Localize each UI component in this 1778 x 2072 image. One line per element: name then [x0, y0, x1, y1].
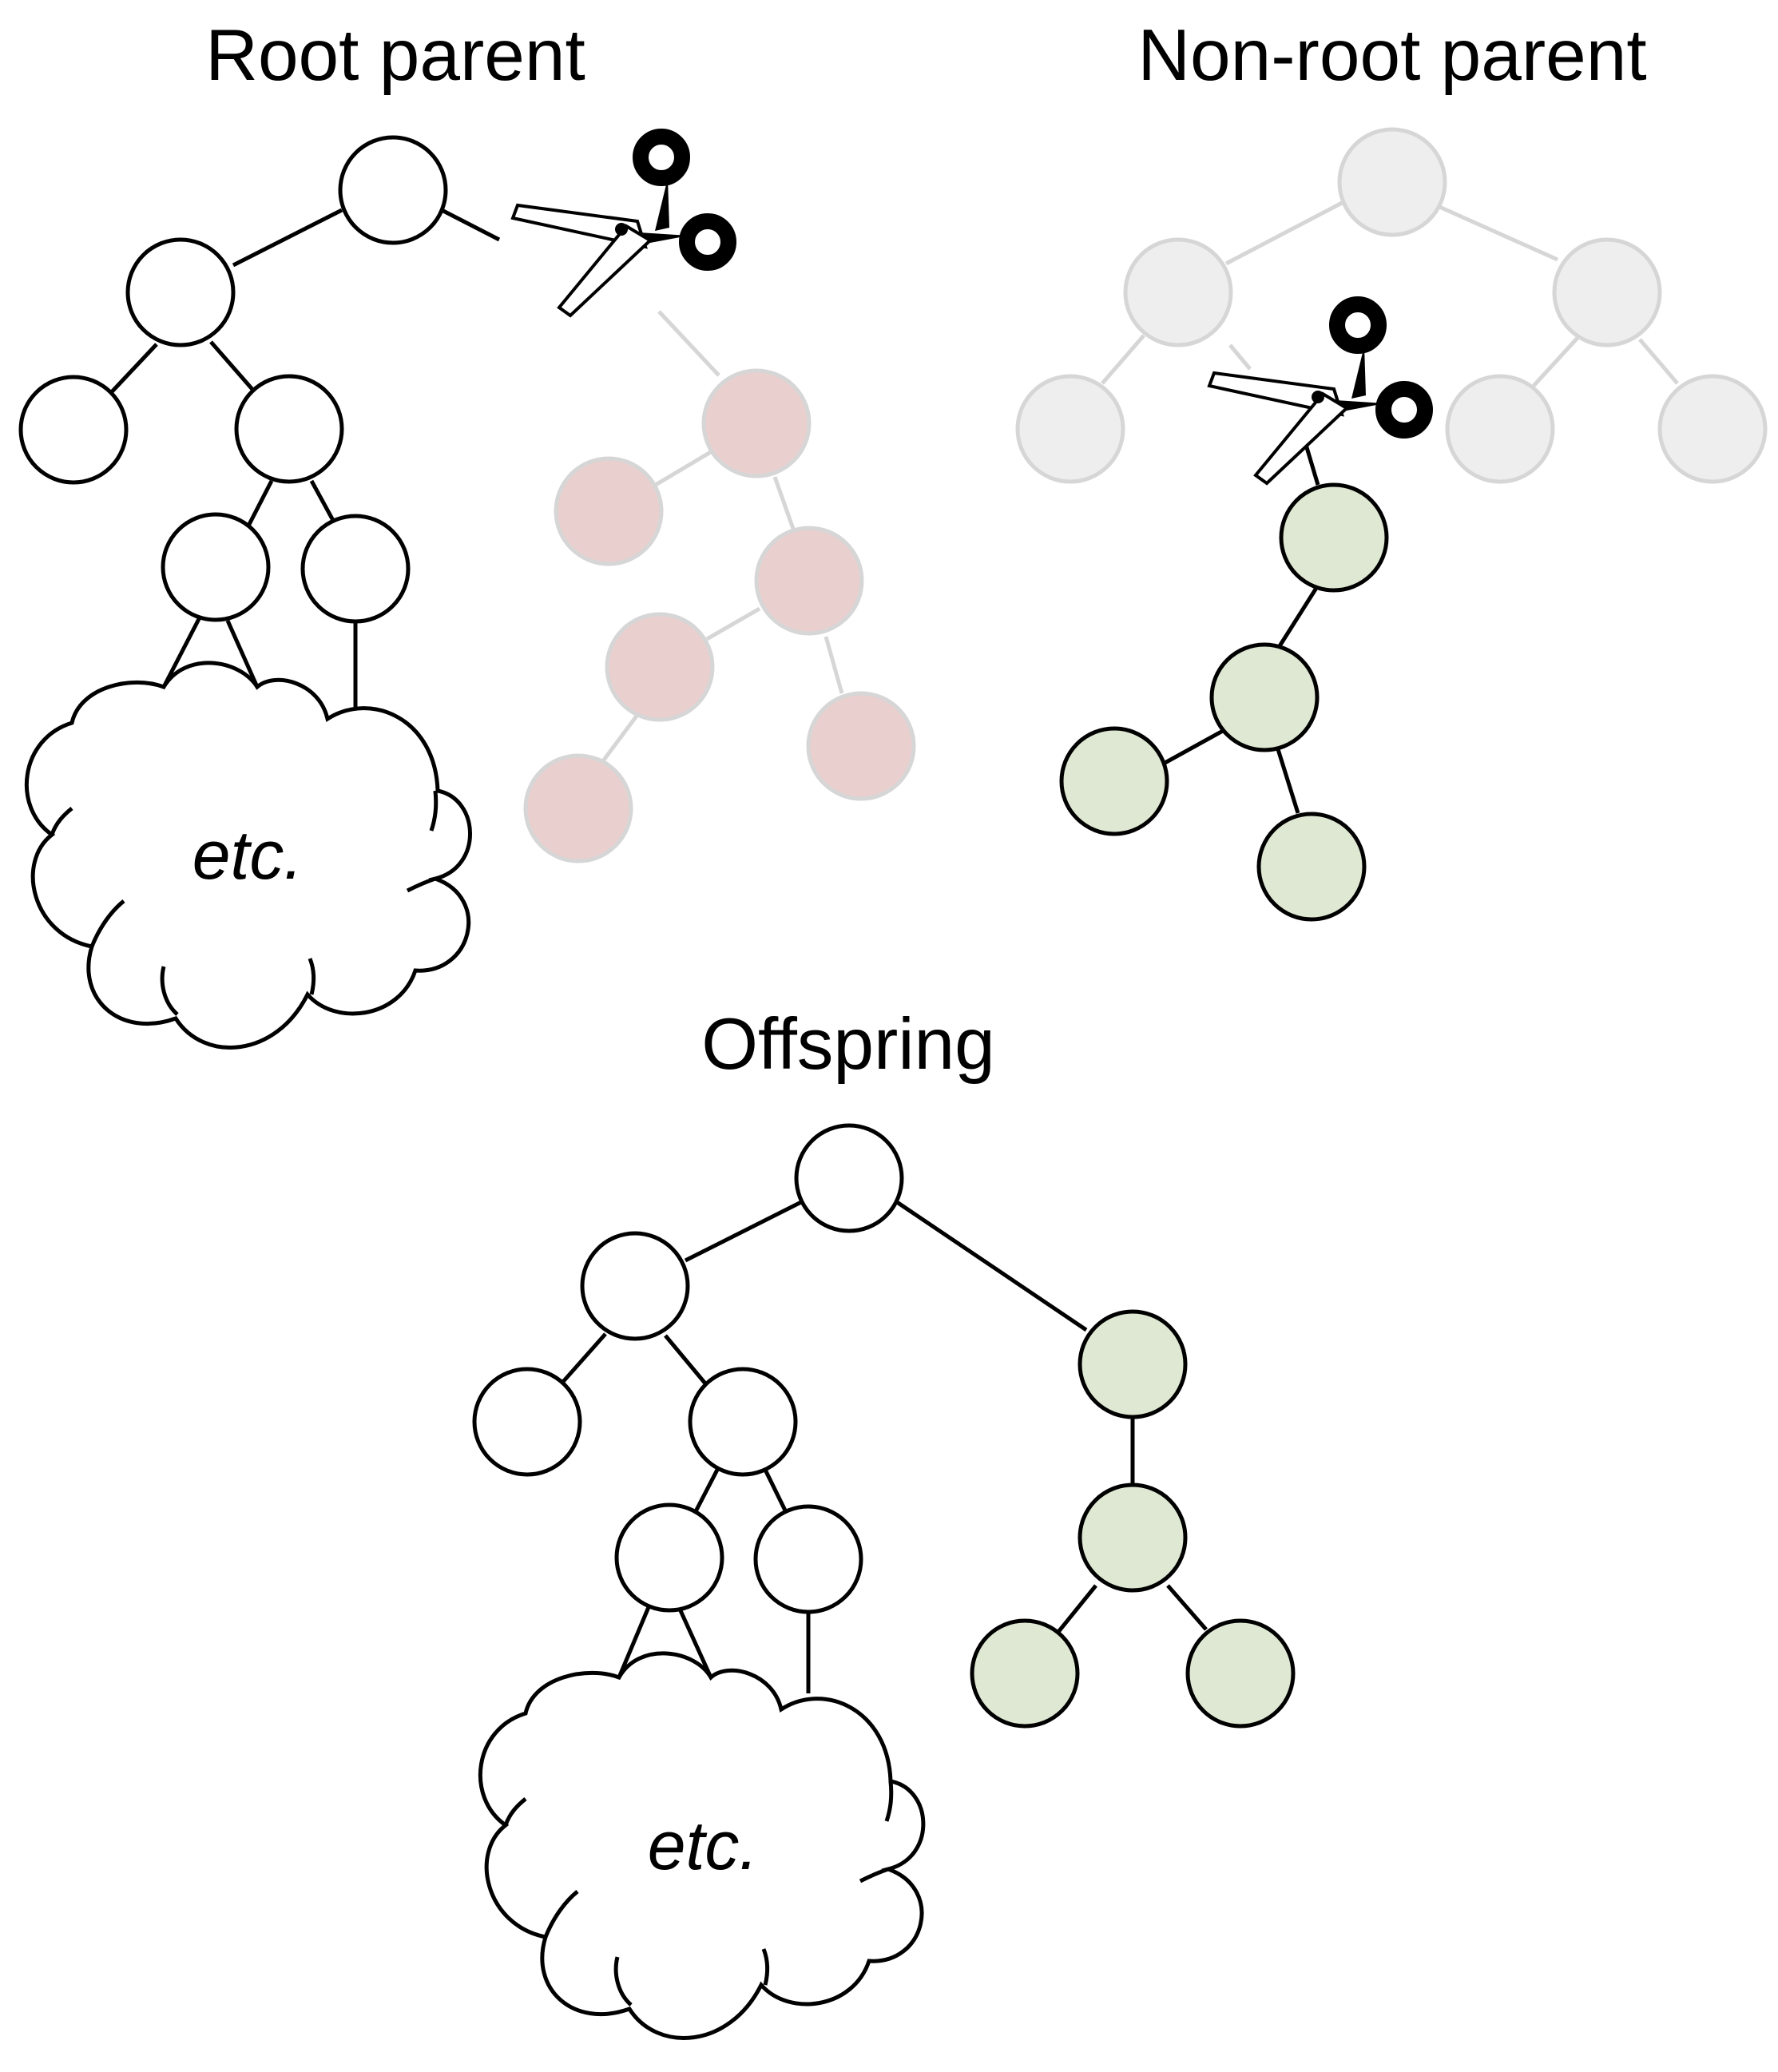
tree-node	[338, 135, 448, 245]
tree-node	[125, 237, 236, 347]
tree-node	[753, 1504, 863, 1614]
removed-subtree-node	[605, 612, 715, 722]
donated-subtree-node	[1185, 1618, 1296, 1729]
donated-subtree-node	[1078, 1483, 1188, 1593]
tree-node	[18, 375, 129, 485]
offspring-title: Offspring	[701, 1004, 995, 1085]
removed-subtree-node	[754, 526, 864, 636]
donated-subtree-node	[1256, 812, 1367, 922]
faded-node	[1445, 374, 1555, 484]
tree-node	[234, 374, 344, 484]
tree-node	[161, 512, 271, 622]
tree-node	[794, 1123, 904, 1233]
tree-node	[614, 1502, 724, 1613]
tree-node	[472, 1367, 582, 1477]
root-parent-tree: etc.	[18, 135, 916, 1050]
faded-node	[1123, 237, 1233, 347]
scissors-icon	[513, 137, 728, 316]
tree-node	[300, 514, 411, 624]
removed-subtree-node	[806, 691, 916, 801]
faded-node	[1337, 127, 1447, 237]
removed-subtree-node	[554, 456, 664, 566]
etc-cloud: etc.	[478, 1651, 926, 2040]
offspring-tree: etc.	[472, 1123, 1296, 2040]
donated-subtree-node	[970, 1618, 1080, 1729]
cloud-label: etc.	[648, 1808, 759, 1884]
cloud-label: etc.	[192, 817, 304, 894]
removed-subtree-node	[523, 753, 633, 863]
faded-node	[1657, 374, 1768, 484]
etc-cloud: etc.	[24, 661, 472, 1050]
donated-subtree-node	[1279, 482, 1389, 593]
non-root-parent-tree	[1015, 127, 1768, 922]
faded-node	[1015, 374, 1125, 484]
root-parent-title: Root parent	[205, 15, 585, 96]
tree-node	[580, 1231, 690, 1341]
donated-subtree-node	[1209, 642, 1320, 752]
tree-node	[688, 1367, 798, 1477]
removed-subtree-node	[701, 368, 812, 478]
donated-subtree-node	[1059, 726, 1169, 836]
scissors-icon	[1209, 304, 1425, 483]
donated-subtree-node	[1078, 1309, 1188, 1419]
non-root-parent-title: Non-root parent	[1137, 15, 1646, 96]
faded-node	[1552, 237, 1662, 347]
